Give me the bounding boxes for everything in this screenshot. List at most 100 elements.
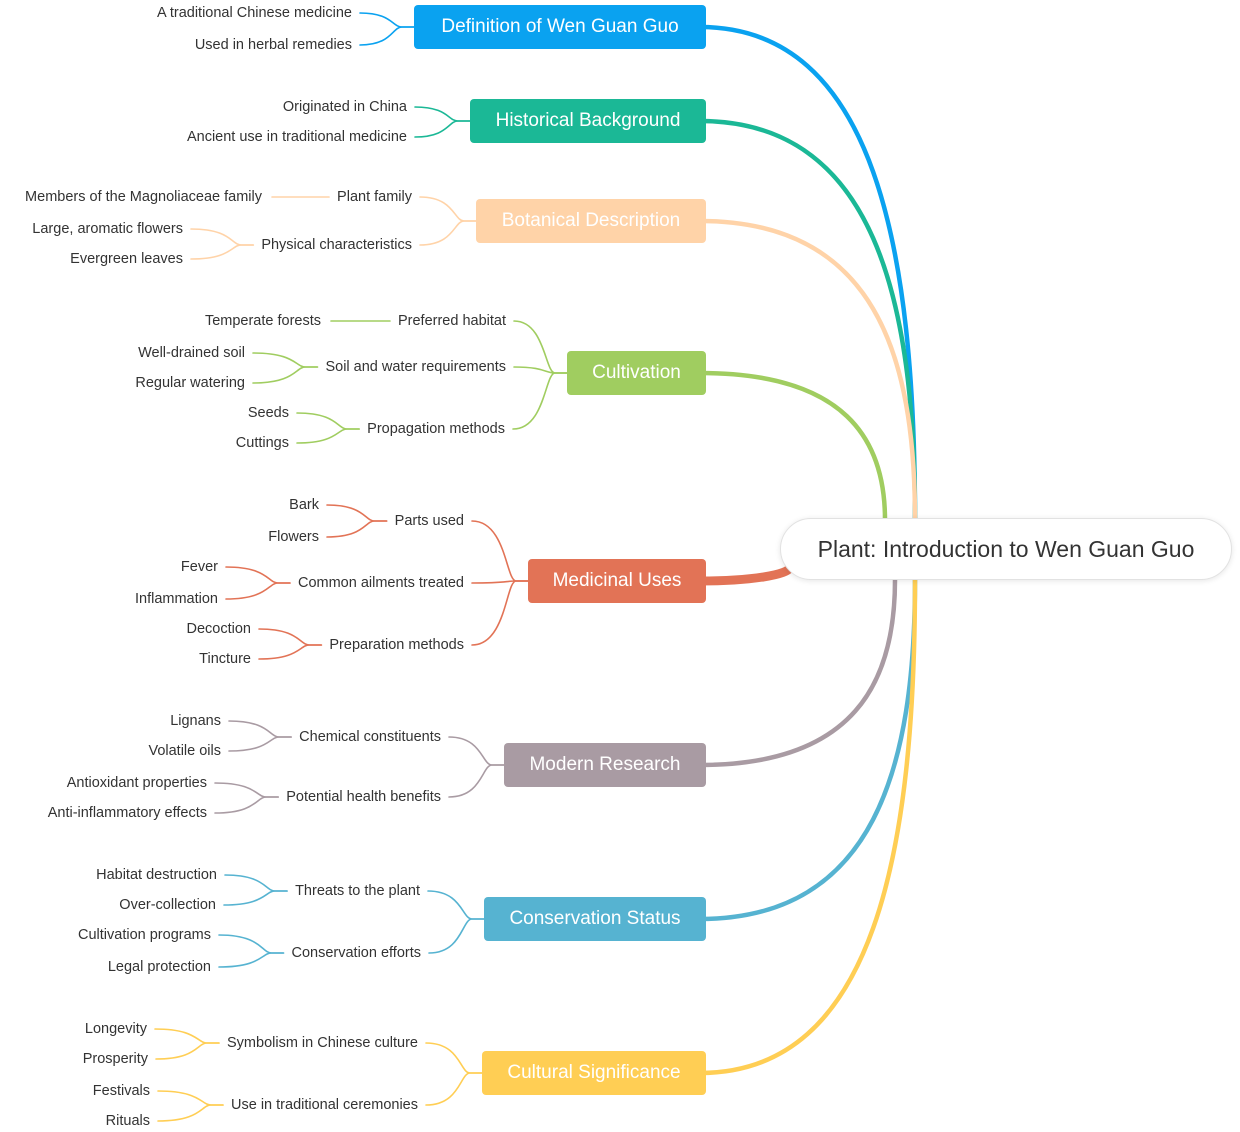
subtopic-cuttings[interactable]: Cuttings (235, 435, 289, 451)
branch-botanical-description[interactable]: Botanical Description (476, 199, 706, 243)
subtopic-tincture[interactable]: Tincture (199, 651, 251, 667)
branch-definition-of-wen-guan-guo-link-1 (359, 26, 415, 46)
topic-originated-in-china[interactable]: Originated in China (282, 99, 407, 115)
subtopic-rituals[interactable]: Rituals (105, 1113, 150, 1129)
subtopic-anti-inflammatory-effects[interactable]: Anti-inflammatory effects (47, 805, 207, 821)
subtopic-flowers[interactable]: Flowers (268, 529, 319, 545)
topic-potential-health-benefits[interactable]: Potential health benefits (286, 789, 441, 805)
topic-symbolism-in-chinese-culture-link-1 (155, 1042, 220, 1060)
subtopic-over-collection[interactable]: Over-collection (119, 897, 216, 913)
central-topic[interactable]: Plant: Introduction to Wen Guan Guo (780, 518, 1232, 580)
topic-threats-to-the-plant-link-0 (224, 874, 288, 892)
topic-soil-and-water-requirements[interactable]: Soil and water requirements (325, 359, 506, 375)
topic-use-in-traditional-ceremonies-link-1 (157, 1104, 224, 1122)
branch-cultivation[interactable]: Cultivation (567, 351, 706, 395)
subtopic-evergreen-leaves[interactable]: Evergreen leaves (70, 251, 183, 267)
branch-cultural-significance-link-1 (425, 1072, 483, 1106)
topic-potential-health-benefits-link-1 (214, 796, 280, 814)
subtopic-bark[interactable]: Bark (289, 497, 319, 513)
topic-preparation-methods-link-0 (258, 628, 323, 646)
topic-symbolism-in-chinese-culture[interactable]: Symbolism in Chinese culture (227, 1035, 418, 1051)
topic-propagation-methods[interactable]: Propagation methods (367, 421, 505, 437)
branch-cultivation-link-0 (513, 320, 568, 374)
branch-modern-research-link-1 (448, 764, 505, 798)
subtopic-festivals[interactable]: Festivals (92, 1083, 150, 1099)
topic-preparation-methods[interactable]: Preparation methods (329, 637, 464, 653)
branch-medicinal-uses-link-0 (471, 520, 529, 582)
topic-chemical-constituents-link-0 (228, 720, 292, 738)
topic-common-ailments-treated[interactable]: Common ailments treated (297, 575, 464, 591)
topic-ancient-use-in-traditional-medicine[interactable]: Ancient use in traditional medicine (186, 129, 407, 145)
topic-chemical-constituents[interactable]: Chemical constituents (299, 729, 441, 745)
subtopic-decoction[interactable]: Decoction (186, 621, 251, 637)
subtopic-longevity[interactable]: Longevity (84, 1021, 147, 1037)
branch-modern-research[interactable]: Modern Research (504, 743, 706, 787)
topic-common-ailments-treated-link-1 (225, 582, 291, 600)
topic-parts-used[interactable]: Parts used (394, 513, 464, 529)
topic-use-in-traditional-ceremonies[interactable]: Use in traditional ceremonies (231, 1097, 418, 1113)
branch-link-cultivation (697, 370, 888, 523)
topic-preferred-habitat[interactable]: Preferred habitat (397, 313, 506, 329)
branch-link-definition-of-wen-guan-guo (697, 24, 918, 523)
branch-link-cultural-significance (697, 577, 918, 1076)
topic-a-traditional-chinese-medicine[interactable]: A traditional Chinese medicine (156, 5, 352, 21)
topic-parts-used-link-1 (326, 520, 388, 538)
subtopic-cultivation-programs[interactable]: Cultivation programs (78, 927, 211, 943)
topic-threats-to-the-plant-link-1 (223, 890, 288, 906)
subtopic-fever[interactable]: Fever (180, 559, 218, 575)
subtopic-well-drained-soil[interactable]: Well-drained soil (138, 345, 245, 361)
topic-physical-characteristics[interactable]: Physical characteristics (261, 237, 412, 253)
branch-botanical-description-link-1 (419, 220, 477, 246)
branch-link-botanical-description (697, 218, 918, 523)
branch-definition-of-wen-guan-guo[interactable]: Definition of Wen Guan Guo (414, 5, 706, 49)
branch-medicinal-uses-link-2 (471, 580, 529, 646)
topic-symbolism-in-chinese-culture-link-0 (154, 1028, 220, 1044)
topic-propagation-methods-link-1 (296, 428, 360, 444)
subtopic-large-aromatic-flowers[interactable]: Large, aromatic flowers (32, 221, 183, 237)
topic-parts-used-link-0 (326, 504, 388, 522)
subtopic-prosperity[interactable]: Prosperity (82, 1051, 148, 1067)
subtopic-seeds[interactable]: Seeds (247, 405, 289, 421)
subtopic-members-of-the-magnoliaceae-family[interactable]: Members of the Magnoliaceae family (25, 189, 262, 205)
subtopic-inflammation[interactable]: Inflammation (134, 591, 218, 607)
topic-conservation-efforts-link-1 (218, 952, 285, 968)
branch-conservation-status-link-0 (427, 890, 485, 920)
branch-modern-research-link-0 (448, 736, 505, 766)
branch-historical-background[interactable]: Historical Background (470, 99, 706, 143)
branch-definition-of-wen-guan-guo-link-0 (359, 12, 415, 28)
topic-conservation-efforts[interactable]: Conservation efforts (291, 945, 422, 961)
subtopic-regular-watering[interactable]: Regular watering (135, 375, 245, 391)
topic-preparation-methods-link-1 (258, 644, 323, 660)
branch-conservation-status[interactable]: Conservation Status (484, 897, 706, 941)
branch-botanical-description-link-0 (419, 196, 477, 222)
subtopic-volatile-oils[interactable]: Volatile oils (148, 743, 221, 759)
branch-cultivation-link-2 (512, 372, 568, 430)
topic-threats-to-the-plant[interactable]: Threats to the plant (295, 883, 420, 899)
branch-cultivation-link-1 (513, 366, 568, 374)
topic-physical-characteristics-link-0 (190, 228, 255, 246)
topic-potential-health-benefits-link-0 (214, 782, 280, 798)
topic-plant-family[interactable]: Plant family (337, 189, 412, 205)
branch-link-medicinal-uses (695, 562, 795, 586)
branch-link-historical-background (697, 118, 918, 523)
topic-soil-and-water-requirements-link-0 (252, 352, 319, 368)
subtopic-habitat-destruction[interactable]: Habitat destruction (96, 867, 217, 883)
subtopic-temperate-forests[interactable]: Temperate forests (204, 313, 321, 329)
subtopic-antioxidant-properties[interactable]: Antioxidant properties (66, 775, 207, 791)
branch-medicinal-uses[interactable]: Medicinal Uses (528, 559, 706, 603)
topic-conservation-efforts-link-0 (218, 934, 285, 954)
topic-propagation-methods-link-0 (296, 412, 360, 430)
topic-common-ailments-treated-link-0 (225, 566, 291, 584)
topic-chemical-constituents-link-1 (228, 736, 292, 752)
subtopic-lignans[interactable]: Lignans (170, 713, 221, 729)
branch-cultural-significance[interactable]: Cultural Significance (482, 1051, 706, 1095)
topic-use-in-traditional-ceremonies-link-0 (157, 1090, 224, 1106)
topic-used-in-herbal-remedies[interactable]: Used in herbal remedies (194, 37, 352, 53)
topic-soil-and-water-requirements-link-1 (252, 366, 319, 384)
branch-conservation-status-link-1 (428, 918, 485, 954)
branch-link-modern-research (697, 577, 898, 768)
subtopic-legal-protection[interactable]: Legal protection (107, 959, 211, 975)
branch-historical-background-link-0 (414, 106, 471, 122)
branch-link-conservation-status (697, 577, 918, 922)
